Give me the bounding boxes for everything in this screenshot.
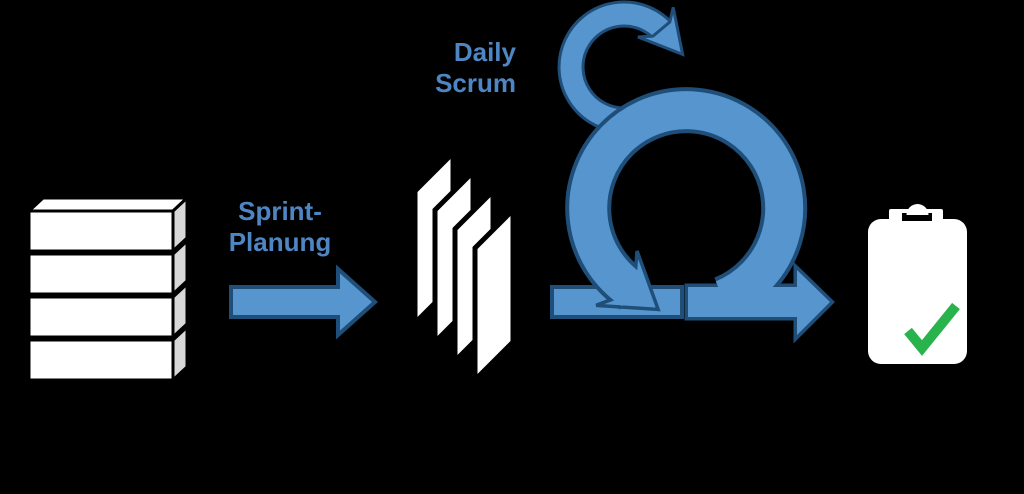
sprint-loop-band bbox=[569, 91, 804, 317]
sprint-planning-arrow-icon bbox=[229, 264, 379, 340]
box-front-faces bbox=[27, 209, 175, 382]
daily-scrum-label-line2: Scrum bbox=[435, 68, 516, 98]
daily-loop-band bbox=[560, 3, 673, 131]
sprint-planning-label: Sprint- Planung bbox=[219, 196, 341, 258]
clipboard-clip-dome bbox=[906, 204, 929, 215]
checkmark-icon bbox=[904, 302, 960, 356]
sprint-backlog-cards-icon bbox=[412, 146, 516, 387]
clipboard-clip-notch bbox=[902, 213, 932, 221]
daily-scrum-label-line1: Daily bbox=[453, 37, 516, 67]
increment-clipboard-icon bbox=[868, 204, 967, 364]
increment-arrow-icon bbox=[688, 270, 830, 335]
daily-scrum-loop-icon bbox=[557, 0, 685, 134]
sprint-planning-label-line1: Sprint- bbox=[238, 196, 322, 226]
box-front-face bbox=[27, 338, 175, 382]
sprint-planning-label-line2: Planung bbox=[228, 227, 332, 257]
box-front-face bbox=[27, 209, 175, 253]
daily-loop-arrowhead-icon bbox=[637, 7, 685, 57]
card-sheet bbox=[472, 203, 516, 387]
daily-scrum-label: Daily Scrum bbox=[420, 37, 516, 99]
box-top-face bbox=[25, 196, 191, 213]
product-backlog-stack-icon bbox=[25, 194, 191, 384]
box-front-face bbox=[27, 252, 175, 296]
box-side-faces bbox=[171, 194, 189, 384]
sprint-loop-icon bbox=[565, 87, 808, 321]
box-front-face bbox=[27, 295, 175, 339]
